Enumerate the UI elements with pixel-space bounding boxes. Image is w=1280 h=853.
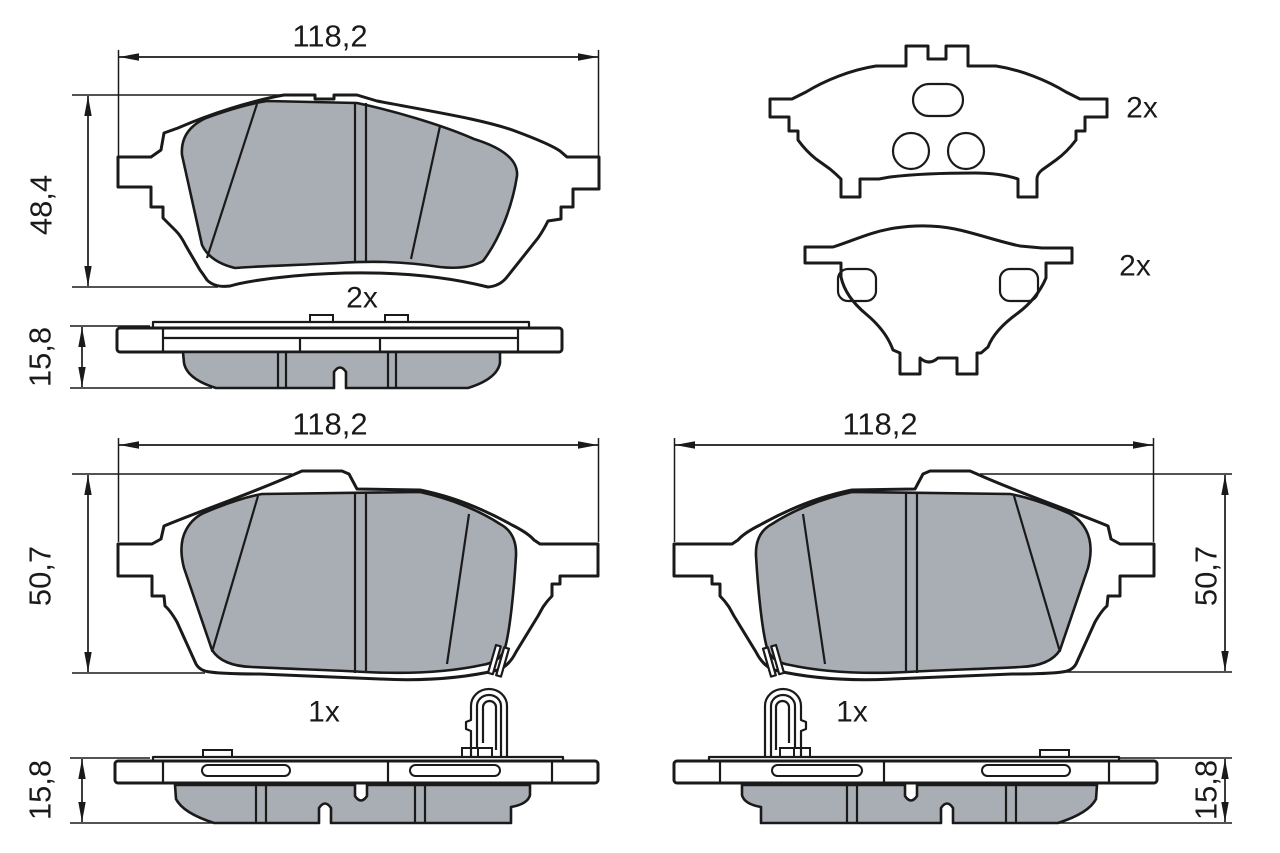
pad-b-left-height-dimension: 50,7 — [23, 473, 292, 674]
pad-a-front-view — [116, 93, 601, 289]
pad-a-height-dimension: 48,4 — [24, 94, 282, 288]
backplate-a-round-hole-right — [946, 131, 986, 171]
pad-a-right-chamfer-line — [409, 125, 442, 260]
pad-a-left-chamfer-line — [205, 103, 259, 259]
dim-pad-b-left-height-label: 50,7 — [23, 546, 58, 606]
pad-b-right-thickness-dimension: 15,8 — [1059, 757, 1232, 824]
backplate-a-outline — [768, 44, 1109, 199]
pad-b-left-front-view — [116, 469, 600, 682]
dim-pad-a-width-label: 118,2 — [292, 19, 367, 54]
dim-pad-a-thickness-label: 15,8 — [23, 327, 58, 387]
backplate-a-round-hole-left — [891, 131, 931, 171]
backplate-b-qty-label: 2x — [1119, 250, 1151, 283]
pad-b-left-width-dimension: 118,2 — [117, 407, 600, 542]
pad-a-friction-surface — [180, 99, 519, 270]
backplate-b-hole-right — [998, 267, 1040, 303]
pad-a-width-dimension: 118,2 — [117, 19, 600, 157]
pad-a-side-backplate — [115, 326, 564, 354]
pad-b-right-views — [672, 469, 1159, 825]
dim-pad-b-right-height-label: 50,7 — [1189, 546, 1224, 606]
pad-a-side-friction-block — [181, 350, 502, 390]
dim-pad-b-left-thickness-label: 15,8 — [23, 760, 58, 820]
pad-b-right-front-view — [672, 469, 1156, 682]
pad-a-qty-label: 2x — [346, 282, 378, 315]
dim-pad-b-right-thickness-label: 15,8 — [1189, 760, 1224, 820]
pad-b-right-side-view — [672, 687, 1159, 825]
pad-a-thickness-dimension: 15,8 — [23, 325, 212, 389]
dim-pad-b-right-width-label: 118,2 — [842, 407, 917, 442]
backplate-b-outline — [803, 224, 1074, 376]
pad-b-left-thickness-dimension: 15,8 — [23, 757, 212, 824]
backplate-a-rear-view — [768, 44, 1109, 199]
backplate-b-hole-left — [836, 267, 878, 303]
dim-pad-a-height-label: 48,4 — [24, 175, 59, 235]
pad-b-left-side-view — [113, 687, 600, 825]
backplate-b-rear-view — [803, 224, 1074, 376]
dim-pad-b-left-width-label: 118,2 — [292, 407, 367, 442]
pad-b-right-height-dimension: 50,7 — [980, 473, 1232, 673]
backplate-a-qty-label: 2x — [1126, 92, 1158, 125]
pad-b-right-qty-label: 1x — [836, 696, 868, 729]
pad-a-side-view — [115, 314, 564, 390]
backplate-a-slot-hole — [911, 82, 965, 118]
pad-b-right-width-dimension: 118,2 — [673, 407, 1155, 542]
pad-b-left-qty-label: 1x — [308, 696, 340, 729]
